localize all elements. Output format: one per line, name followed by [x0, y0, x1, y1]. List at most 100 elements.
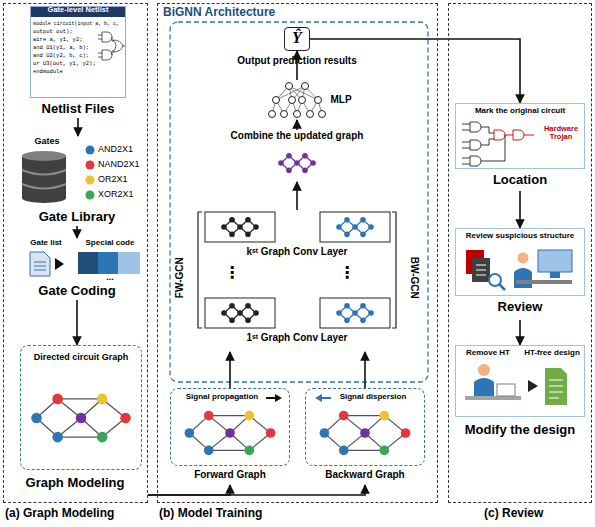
netlist-picture	[102, 50, 112, 60]
database-icon	[22, 170, 66, 189]
label-text: Forward Graph	[170, 469, 290, 481]
label-text: Remove HT	[457, 348, 519, 357]
arrow-connector	[519, 320, 521, 345]
label-text: XOR2X1	[98, 189, 146, 199]
label-text: Modify the design	[455, 423, 585, 438]
label-text: Mark the original circuit	[457, 106, 583, 115]
output-box: Ŷ Output prediction results	[227, 27, 367, 69]
arrow-connector	[296, 182, 298, 210]
review-icons	[476, 265, 486, 275]
mlp-icon	[302, 83, 309, 90]
input-graphs	[321, 397, 331, 399]
frame	[30, 6, 126, 98]
trojan-circuit	[513, 130, 524, 140]
arrow-connector	[364, 352, 366, 388]
netlist-box: Gate-level Netlistmodule circuit(input a…	[20, 6, 136, 118]
coding-icons	[30, 252, 140, 276]
combine-graph: Combine the updated graph	[217, 130, 377, 182]
mlp: MLP	[242, 80, 352, 120]
review-icons	[550, 272, 560, 278]
label-text: Gate Library	[8, 210, 146, 225]
mlp-icon	[281, 111, 288, 118]
label-text: MLP	[330, 94, 352, 106]
arrow-connector	[519, 191, 521, 228]
label-text: endmodule	[33, 69, 99, 75]
trojan-circuit	[470, 122, 481, 132]
mlp-icon	[269, 83, 326, 118]
mlp-icon	[307, 111, 314, 118]
label-text: wire a, y1, y2;	[33, 37, 99, 43]
trojan-circuit	[505, 135, 534, 136]
arrow-connector	[310, 39, 520, 103]
label-text: Ŷ	[284, 29, 310, 47]
review-icons	[538, 250, 572, 272]
coding-icons	[34, 262, 46, 270]
arrow-connector	[77, 118, 79, 136]
circuit-graph	[31, 394, 131, 443]
trojan-circuit	[462, 124, 470, 148]
gate-dots	[86, 176, 95, 185]
modify-icons	[478, 364, 490, 376]
review-icons	[518, 253, 529, 264]
netlist-picture	[30, 6, 126, 17]
panel: (c) ReviewMark the original circuitHardw…	[448, 3, 592, 525]
label-text: Output prediction results	[227, 55, 367, 67]
conv-layer: kˢᵗ Graph Conv Layer	[200, 210, 394, 266]
review-icons	[472, 258, 490, 282]
forward-graph: Signal propagationForward Graph	[170, 388, 290, 485]
annotation: BW-GCN	[408, 248, 420, 308]
label-text: output out);	[33, 29, 99, 35]
modify-box: Remove HTHT-free designModify the design	[455, 345, 585, 441]
arrow-connector	[148, 485, 365, 495]
label-text: Gate Coding	[8, 284, 146, 299]
location-box: Mark the original circuitHardware Trojan…	[455, 103, 585, 191]
trojan-circuit	[481, 127, 494, 145]
input-graphs	[185, 394, 411, 455]
database-icon	[22, 156, 66, 198]
arrow-connector	[76, 226, 78, 238]
netlist-picture	[102, 32, 112, 42]
gate-library: GatesAND2X1NAND2X1OR2X1XOR2X1Gate Librar…	[8, 136, 146, 226]
frame	[3, 3, 148, 503]
conv-layers	[320, 298, 390, 328]
label-text: Graph Modeling	[12, 476, 138, 491]
label-text: Review suspicious structure	[457, 231, 583, 240]
conv-layers	[221, 217, 259, 237]
label-text: (a) Graph Modeling	[5, 507, 148, 521]
label-text: Signal dispersion	[321, 392, 425, 401]
label-text: and U1(y1, a, b);	[33, 45, 99, 51]
arrow-connector	[148, 485, 230, 495]
database-icon	[22, 151, 66, 203]
label-text: kˢᵗ Graph Conv Layer	[200, 246, 394, 258]
label-text: and U2(y2, b, c);	[33, 53, 99, 59]
frame	[20, 345, 142, 470]
annotation: FW-GCN	[174, 248, 186, 308]
conv-layers	[221, 303, 259, 323]
modify-icons	[465, 396, 521, 400]
netlist-picture	[113, 40, 123, 52]
gate-coding: Gate listSpecial code...Gate Coding	[8, 238, 146, 300]
label-text: Review	[455, 300, 585, 315]
conv-layers	[198, 212, 396, 328]
label-text: Signal propagation	[170, 392, 274, 401]
mlp-icon	[286, 83, 293, 90]
review-icons	[514, 268, 532, 288]
label-text: ...	[78, 272, 142, 282]
label-text: Backward Graph	[305, 469, 425, 481]
conv-layers	[336, 217, 374, 237]
mlp-icon	[269, 111, 276, 118]
modify-icons	[545, 368, 567, 405]
coding-icons	[78, 252, 98, 274]
modify-icons	[497, 384, 515, 396]
arrow-connector	[229, 352, 231, 388]
label-text: 1ˢᵗ Graph Conv Layer	[200, 332, 394, 344]
conv-layers	[320, 212, 390, 242]
arrow-connector	[296, 120, 298, 130]
bignn-box	[170, 22, 428, 382]
label-text: Gate-level Netlist	[30, 6, 126, 15]
conv-layer: 1ˢᵗ Graph Conv Layer	[200, 296, 394, 352]
modify-icons	[474, 378, 494, 396]
label-text: Special code	[78, 238, 142, 247]
